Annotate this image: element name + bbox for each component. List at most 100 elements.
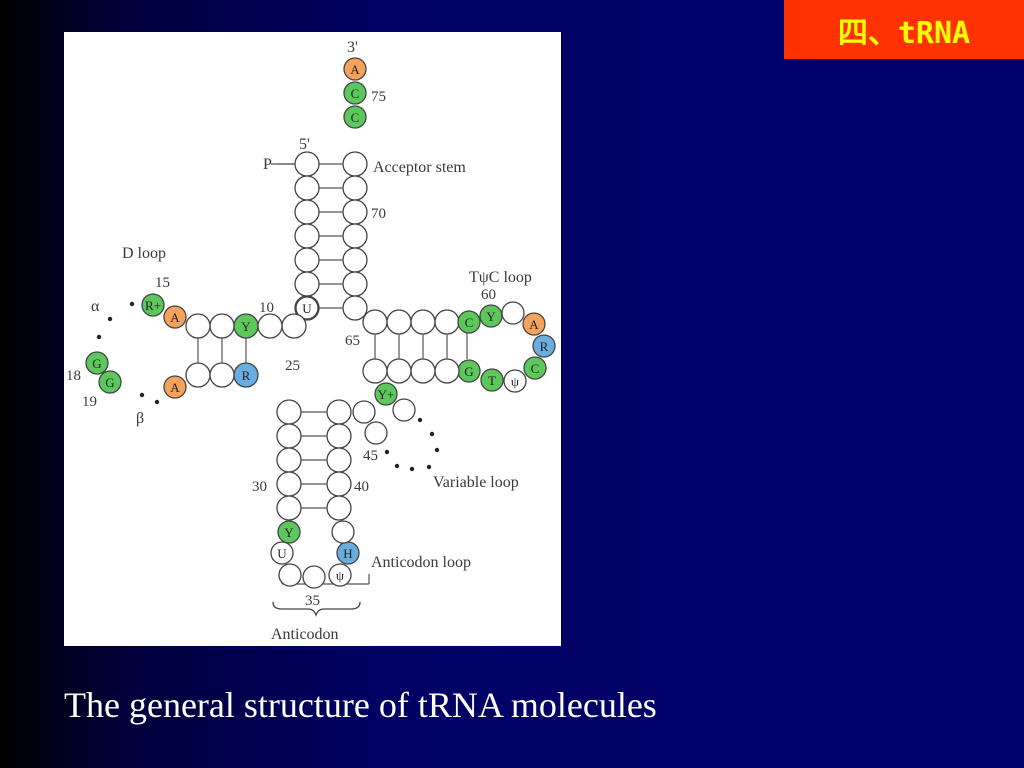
nucleotide-t54 (480, 368, 504, 392)
nt-letter: C (465, 315, 474, 330)
pos-18: 18 (66, 368, 81, 384)
nucleotide-psi (328, 563, 352, 587)
nt-letter: U (277, 546, 287, 561)
pos-70: 70 (371, 206, 386, 222)
loop-dots (96, 301, 440, 472)
nucleotide (362, 358, 388, 384)
label-variable-loop: Variable loop (433, 474, 519, 491)
nucleotide-g18 (85, 351, 109, 375)
nt-letter: ψ (511, 374, 519, 389)
nucleotide (276, 471, 302, 497)
nt-letter: A (170, 310, 180, 325)
nt-letter: R (242, 368, 251, 383)
nucleotide-letters: A C C U Y A R+ G G A R Y U ψ H C Y A R C… (92, 62, 548, 583)
nucleotide (501, 301, 525, 325)
nucleotide-psi55 (503, 369, 527, 393)
nt-letter: Y+ (378, 387, 395, 402)
nt-letter: Y (486, 309, 496, 324)
nucleotide-a21 (163, 375, 187, 399)
nucleotide-27 (276, 399, 302, 425)
nt-letter: A (170, 380, 180, 395)
trna-cloverleaf-diagram: A C C U Y A R+ G G A R Y U ψ H C Y A R C… (66, 39, 556, 643)
nucleotide (209, 362, 235, 388)
nucleotide (281, 313, 307, 339)
pos-10: 10 (259, 300, 274, 316)
nucleotide (434, 309, 460, 335)
nucleotide (276, 495, 302, 521)
slide-title-badge: 四、tRNA (784, 0, 1024, 59)
nucleotide (276, 447, 302, 473)
diagram-labels: 3' 5' P Acceptor stem D loop TψC loop Va… (91, 39, 532, 643)
nucleotide (294, 223, 320, 249)
pos-60: 60 (481, 287, 496, 303)
pos-35: 35 (305, 593, 320, 609)
nucleotide (386, 358, 412, 384)
nucleotide (364, 421, 388, 445)
nucleotide-34 (278, 563, 302, 587)
position-numbers: 75 70 65 60 15 10 25 18 19 45 30 40 35 (66, 89, 496, 609)
pos-65: 65 (345, 333, 360, 349)
nucleotide (410, 309, 436, 335)
anticodon-brace (272, 601, 361, 618)
label-tpsic-loop: TψC loop (469, 269, 532, 286)
label-3prime: 3' (347, 39, 358, 56)
nt-letter: Y (284, 525, 294, 540)
nucleotide (294, 247, 320, 273)
label-anticodon-loop: Anticodon loop (371, 554, 471, 571)
pos-30: 30 (252, 479, 267, 495)
nucleotide-r15 (141, 293, 165, 317)
nucleotide-r24 (233, 362, 259, 388)
nucleotide (326, 447, 352, 473)
nucleotide-74 (343, 105, 367, 129)
nucleotide (209, 313, 235, 339)
label-phosphate: P (263, 156, 272, 173)
slide-caption: The general structure of tRNA molecules (64, 685, 657, 725)
nt-letter: U (302, 301, 312, 316)
pos-19: 19 (82, 394, 97, 410)
nucleotide (185, 362, 211, 388)
nucleotide (326, 423, 352, 449)
nucleotide-y48 (374, 382, 398, 406)
nucleotide-group (85, 57, 556, 589)
nucleotide-g19 (98, 370, 122, 394)
nt-letter: R (540, 339, 549, 354)
nucleotide (342, 175, 368, 201)
nucleotide (434, 358, 460, 384)
nt-letter: C (531, 361, 540, 376)
nt-letter: A (529, 317, 539, 332)
nt-letter: C (351, 86, 360, 101)
nt-letter: C (351, 110, 360, 125)
nucleotide (294, 271, 320, 297)
nucleotide-c61 (457, 310, 481, 334)
nt-letter: G (105, 375, 114, 390)
nt-letter: A (350, 62, 360, 77)
nt-letter: ψ (336, 568, 344, 583)
nt-letter: G (92, 356, 101, 371)
nucleotide (352, 400, 376, 424)
nucleotide (326, 495, 352, 521)
nucleotide-35 (302, 565, 326, 589)
slide-title: 四、tRNA (837, 15, 971, 51)
nucleotide (392, 398, 416, 422)
nucleotide (294, 175, 320, 201)
label-anticodon: Anticodon (271, 626, 339, 643)
nucleotide (185, 313, 211, 339)
nucleotide (342, 199, 368, 225)
nucleotide (331, 520, 355, 544)
nucleotide-76 (343, 57, 367, 81)
nucleotide (326, 471, 352, 497)
nucleotide-75 (343, 81, 367, 105)
nucleotide (342, 271, 368, 297)
nucleotide (342, 151, 368, 177)
nucleotide-a14 (163, 305, 187, 329)
nucleotide-1 (294, 151, 320, 177)
nucleotide-r57 (532, 334, 556, 358)
nucleotide-u33 (270, 541, 294, 565)
nucleotide (342, 223, 368, 249)
nucleotide (342, 247, 368, 273)
nt-letter: H (343, 546, 352, 561)
nucleotide (294, 199, 320, 225)
nt-letter: R+ (145, 298, 161, 313)
nt-letter: T (488, 373, 496, 388)
pos-15: 15 (155, 275, 170, 291)
